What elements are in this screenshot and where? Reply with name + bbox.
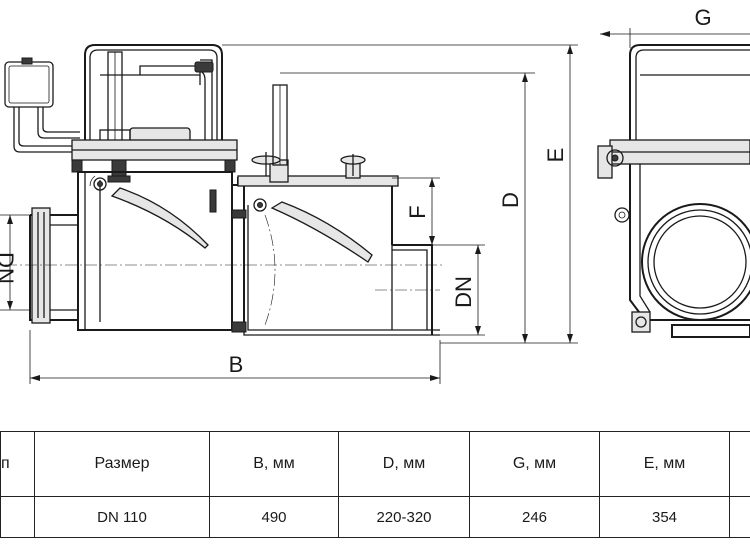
technical-drawing: DN B DN F D E G	[0, 5, 750, 384]
table-cell: DN 110	[34, 496, 210, 538]
table-cell: 490	[209, 496, 339, 538]
e-label: E	[543, 148, 568, 163]
dimension-lines	[0, 28, 750, 384]
g-label: G	[694, 5, 711, 30]
valve-side-view	[5, 44, 445, 336]
table-cell: 220-320	[338, 496, 470, 538]
valve-front-view	[597, 44, 750, 338]
header-cell: Размер	[34, 431, 210, 497]
b-label: B	[229, 352, 244, 377]
table-row: DN 110 490 220-320 246 354	[0, 496, 750, 538]
table-cell	[0, 496, 35, 538]
table-cell: 246	[469, 496, 600, 538]
header-cell: E, мм	[599, 431, 730, 497]
f-label: F	[405, 205, 430, 218]
junction-box	[4, 57, 80, 153]
spec-table: п Размер B, мм D, мм G, мм E, мм DN 110 …	[0, 431, 750, 538]
header-cell: G, мм	[469, 431, 600, 497]
dn-left-label: DN	[0, 252, 18, 284]
d-label: D	[498, 192, 523, 208]
header-cell: D, мм	[338, 431, 470, 497]
table-header-row: п Размер B, мм D, мм G, мм E, мм	[0, 431, 750, 497]
header-cell: п	[0, 431, 35, 497]
header-cell: B, мм	[209, 431, 339, 497]
dn-right-label: DN	[451, 276, 476, 308]
header-cell	[729, 431, 750, 497]
table-cell	[729, 496, 750, 538]
table-cell: 354	[599, 496, 730, 538]
